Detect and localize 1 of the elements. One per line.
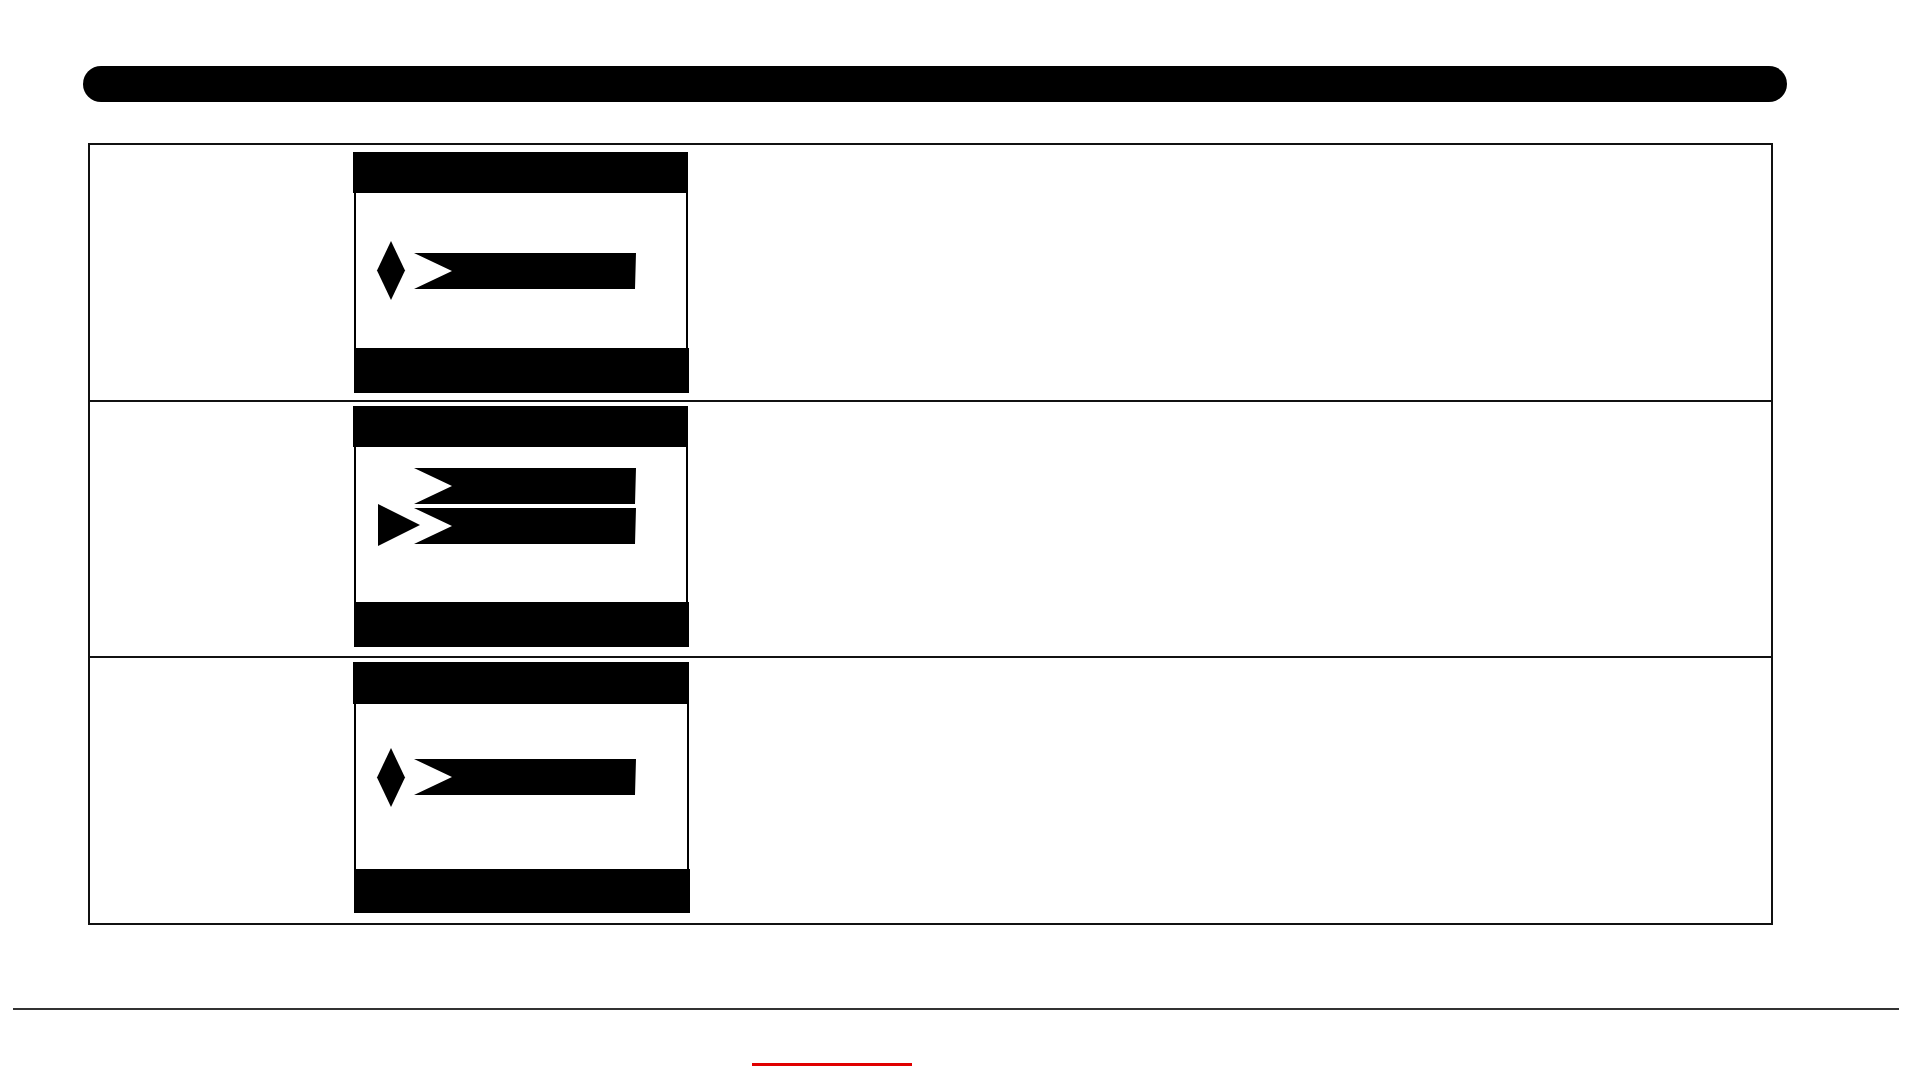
header-bar xyxy=(83,66,1787,102)
